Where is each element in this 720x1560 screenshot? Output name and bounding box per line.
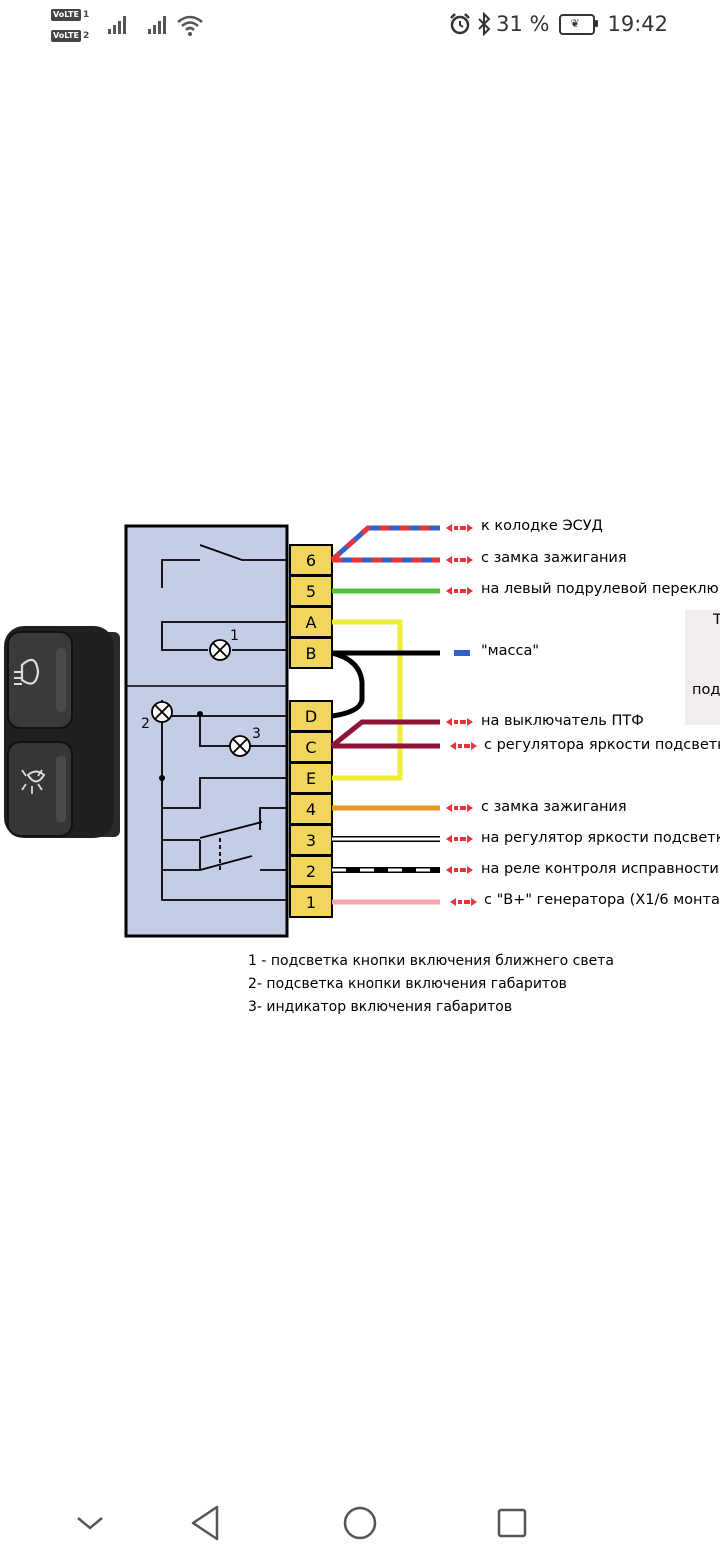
label-ignition-1: с замка зажигания bbox=[481, 550, 627, 566]
lamp-3-label: 3 bbox=[252, 726, 261, 742]
chevron-down-icon bbox=[77, 1516, 103, 1530]
parking-light-icon bbox=[26, 770, 46, 783]
pin-6-label: 6 bbox=[306, 551, 316, 570]
pin-e-label: E bbox=[306, 769, 316, 788]
pin-c-label: C bbox=[305, 738, 316, 757]
signal-2-icon bbox=[148, 16, 166, 34]
connector-pins bbox=[289, 544, 333, 918]
pin-d-label: D bbox=[305, 707, 317, 726]
pin-a-label: A bbox=[306, 613, 317, 632]
lamp-2-label: 2 bbox=[141, 716, 150, 732]
side-fragment-2: под bbox=[692, 682, 720, 698]
clock: 19:42 bbox=[607, 12, 668, 36]
label-ignition-2: с замка зажигания bbox=[481, 799, 627, 815]
pin-3-label: 3 bbox=[306, 831, 316, 850]
battery-percent: 31 % bbox=[496, 12, 550, 36]
pin-2-label: 2 bbox=[306, 862, 316, 881]
recents-button[interactable] bbox=[487, 1500, 537, 1545]
pin-4-label: 4 bbox=[306, 800, 316, 819]
sim-2-number: 2 bbox=[82, 31, 90, 41]
back-triangle-icon bbox=[191, 1505, 219, 1540]
label-ground: "масса" bbox=[481, 643, 539, 659]
internal-circuit bbox=[151, 544, 287, 901]
legend-item-1: 1 - подсветка кнопки включения ближнего … bbox=[248, 953, 614, 969]
lamp-1-label: 1 bbox=[230, 628, 239, 644]
battery-icon: ❦ bbox=[559, 13, 599, 35]
sim-1-number: 1 bbox=[82, 10, 90, 20]
status-right-group: 31 % ❦ 19:42 bbox=[448, 10, 668, 38]
home-button[interactable] bbox=[335, 1500, 385, 1545]
label-left-stalk: на левый подрулевой переклю bbox=[481, 581, 719, 597]
pin-5-label: 5 bbox=[306, 582, 316, 601]
legend-item-2: 2- подсветка кнопки включения габаритов bbox=[248, 976, 567, 992]
pin-1-label: 1 bbox=[306, 893, 316, 912]
headlight-icon bbox=[20, 658, 40, 685]
alarm-icon bbox=[450, 13, 470, 35]
pin-b-label: B bbox=[306, 644, 317, 663]
label-fog-switch: на выключатель ПТФ bbox=[481, 713, 644, 729]
label-dimmer-out: на регулятор яркости подсветк bbox=[481, 830, 720, 846]
signal-1-icon bbox=[108, 16, 126, 34]
side-panel-fragment bbox=[685, 610, 720, 725]
wifi-icon bbox=[177, 15, 203, 36]
back-button[interactable] bbox=[181, 1500, 231, 1545]
side-fragment-1: Т bbox=[713, 612, 720, 628]
label-relay: на реле контроля исправности bbox=[481, 861, 719, 877]
light-switch-photo bbox=[4, 626, 120, 838]
direction-arrows bbox=[446, 524, 477, 906]
label-dimmer-in: с регулятора яркости подсветк bbox=[484, 737, 720, 753]
home-circle-icon bbox=[343, 1506, 377, 1539]
switch-box bbox=[124, 524, 289, 938]
label-esud: к колодке ЭСУД bbox=[481, 518, 603, 534]
wires bbox=[330, 525, 440, 905]
label-generator: с "B+" генератора (X1/6 монта bbox=[484, 892, 720, 908]
recents-square-icon bbox=[497, 1508, 527, 1537]
bluetooth-icon bbox=[478, 12, 491, 36]
collapse-button[interactable] bbox=[65, 1500, 115, 1545]
volte-1-label: VoLTE bbox=[51, 9, 81, 21]
volte-2-label: VoLTE bbox=[51, 30, 81, 42]
legend-item-3: 3- индикатор включения габаритов bbox=[248, 999, 513, 1015]
